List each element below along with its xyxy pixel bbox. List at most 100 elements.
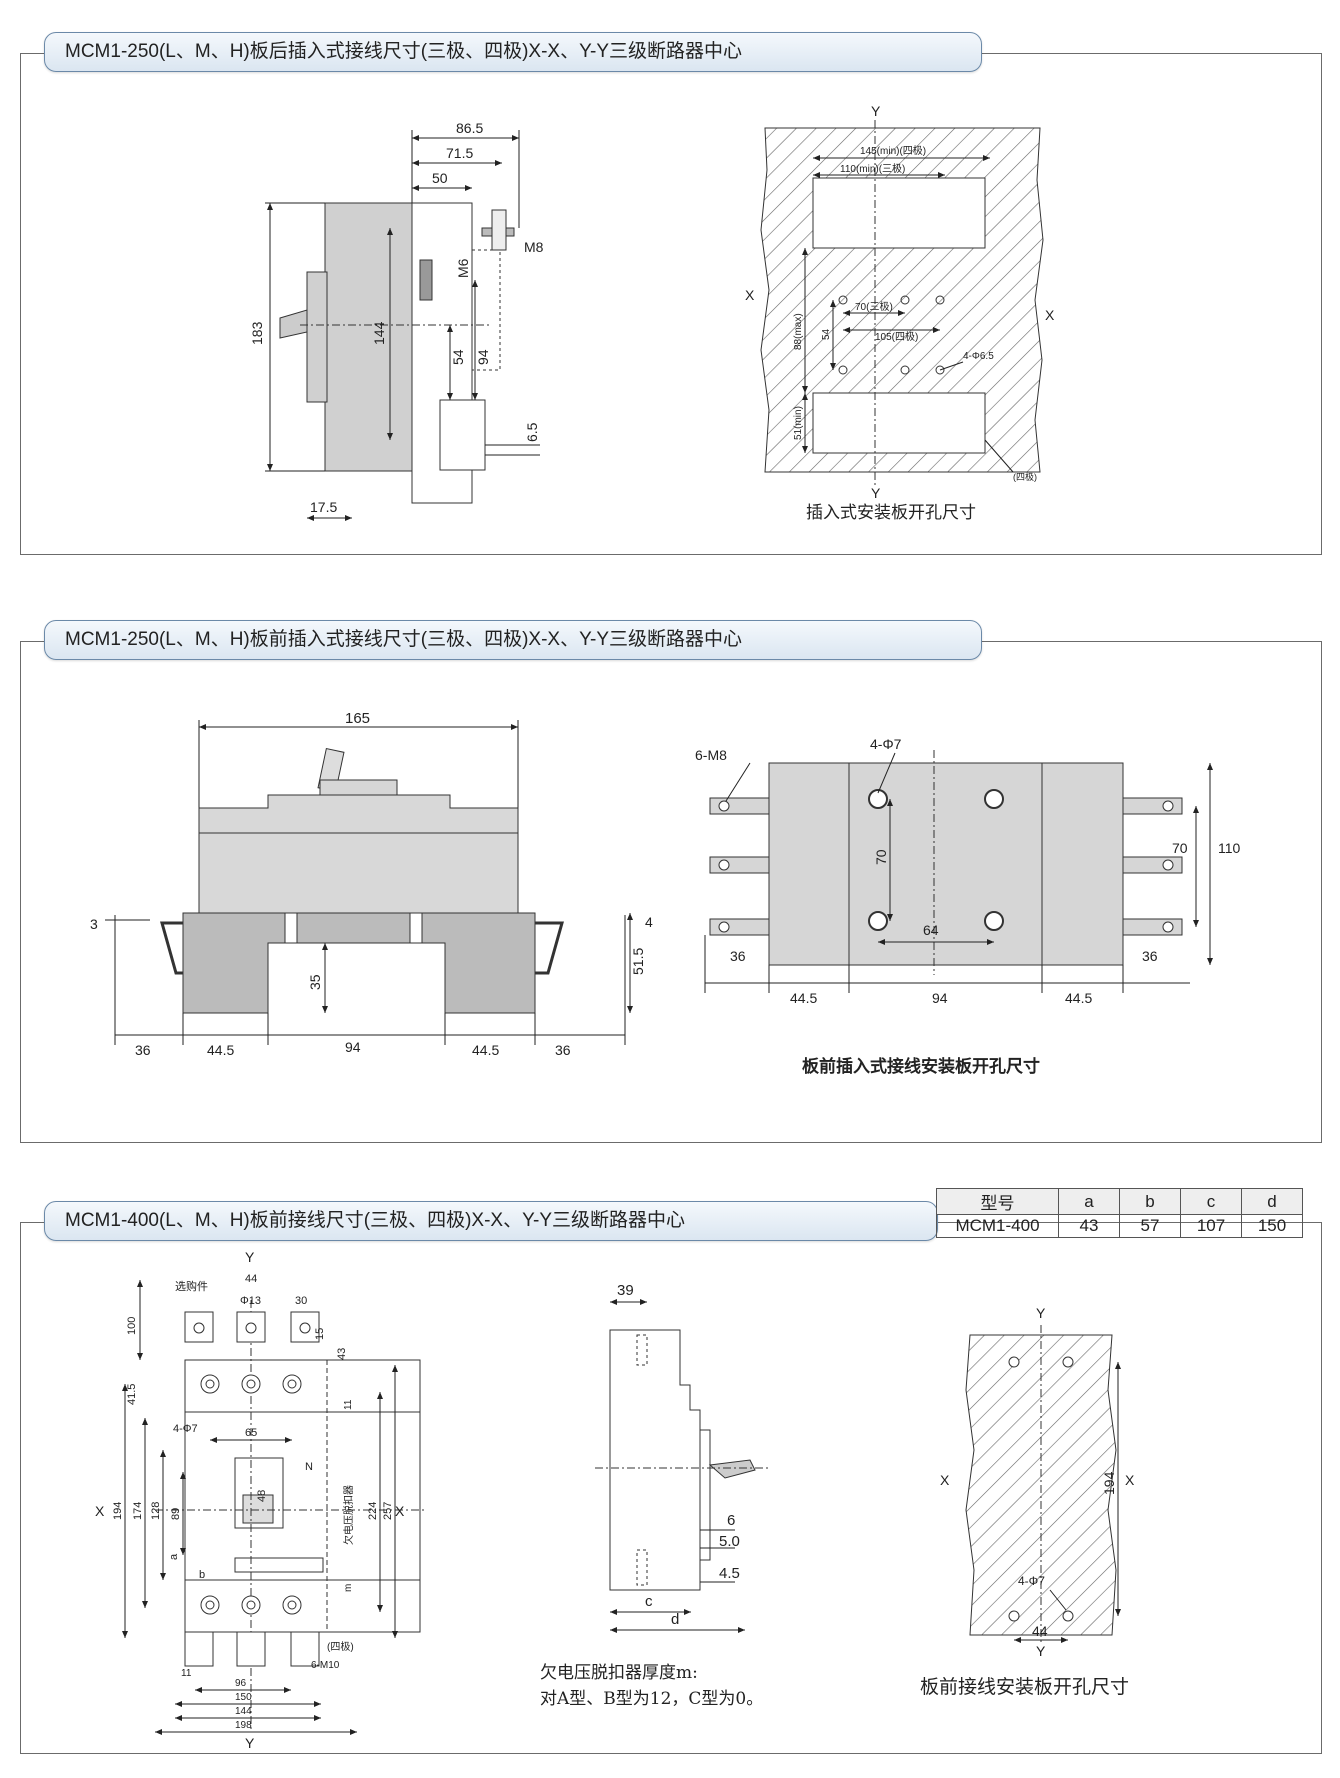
side-c: c [645, 1593, 653, 1610]
s3-n: N [305, 1461, 313, 1473]
s3-43: 43 [336, 1348, 348, 1360]
side-4-5: 4.5 [719, 1565, 740, 1582]
s2c-44-5-right: 44.5 [1065, 990, 1092, 1006]
s3-phi13: Φ13 [240, 1295, 261, 1307]
section-3-note: 欠电压脱扣器厚度m: 对A型、B型为12，C型为0。 [540, 1660, 763, 1712]
s2c-64: 64 [923, 922, 939, 938]
s2-dim-51-5: 51.5 [630, 948, 646, 975]
dim-86-5: 86.5 [456, 120, 483, 136]
s3-11-top: 11 [343, 1399, 354, 1410]
s3-m: m [343, 1584, 354, 1592]
s3-uv-release: 欠电压脱扣器 [342, 1485, 355, 1545]
section-3-caption: 板前接线安装板开孔尺寸 [920, 1676, 1130, 1698]
s3-y-top: Y [245, 1249, 255, 1265]
s3-257: 257 [382, 1502, 394, 1520]
section-2-title: MCM1-250(L、M、H)板前插入式接线尺寸(三极、四极)X-X、Y-Y三级… [44, 620, 982, 660]
s2-dim-36-left: 36 [135, 1042, 151, 1058]
section-2-cutout-drawing: 6-M8 4-Φ7 70 110 70 64 36 36 44.5 94 44.… [695, 736, 1241, 1006]
s3-6-m10: 6-M10 [311, 1660, 340, 1671]
s2c-44-5-left: 44.5 [790, 990, 817, 1006]
dim-m8: M8 [524, 239, 544, 255]
section-3-front-view-drawing: Y 选购件 44 Φ13 30 100 15 43 41.5 11 4-Φ7 6… [95, 1249, 425, 1750]
s2c-36-left: 36 [730, 948, 746, 964]
dim-6-5: 6.5 [524, 422, 540, 442]
cut3-x-left: X [940, 1472, 950, 1488]
note-line-1: 欠电压脱扣器厚度m: [540, 1663, 698, 1683]
s2c-110: 110 [1218, 840, 1241, 856]
s3-96: 96 [235, 1678, 247, 1689]
section-2-front-view-drawing: 165 3 4 51.5 35 36 44.5 94 44.5 36 [90, 710, 653, 1058]
s2-dim-94: 94 [345, 1039, 361, 1055]
s2-dim-35: 35 [307, 974, 323, 990]
section-1-caption: 插入式安装板开孔尺寸 [806, 503, 976, 523]
table-row: MCM1-400 43 57 107 150 [936, 1214, 1303, 1238]
dim-71-5: 71.5 [446, 145, 473, 161]
s3-4-phi7: 4-Φ7 [173, 1423, 198, 1435]
side-6: 6 [727, 1512, 735, 1529]
s3-y-bottom: Y [245, 1735, 255, 1750]
section-2-title-text: MCM1-250(L、M、H)板前插入式接线尺寸(三极、四极)X-X、Y-Y三级… [65, 629, 742, 650]
cut3-44: 44 [1032, 1623, 1048, 1639]
s3-144: 144 [235, 1706, 252, 1717]
model-table-header-c: c [1180, 1188, 1242, 1215]
cut3-y-bottom: Y [1036, 1643, 1046, 1659]
model-table-header-a: a [1058, 1188, 1120, 1215]
s3-x-left: X [95, 1503, 105, 1519]
cut1-88: 88(max) [793, 313, 804, 350]
s3-optional-part: 选购件 [175, 1279, 208, 1293]
section-2-title-line-left [20, 641, 44, 642]
s2-dim-165: 165 [345, 710, 370, 727]
cut1-x-left: X [745, 287, 755, 303]
model-table-cell-a: 43 [1058, 1214, 1120, 1238]
cut3-y-top: Y [1036, 1305, 1046, 1321]
section-3-side-view-drawing: 39 6 5.0 4.5 c d [595, 1282, 770, 1633]
s2c-94: 94 [932, 990, 948, 1006]
s3-11-bottom: 11 [181, 1668, 192, 1679]
cut1-110: 110(min)(三极) [840, 162, 905, 175]
cut1-54: 54 [821, 328, 832, 340]
dim-m6: M6 [455, 258, 471, 278]
model-table-cell-c: 107 [1180, 1214, 1242, 1238]
cut1-70: 70(三极) [855, 300, 893, 313]
model-table-cell-b: 57 [1119, 1214, 1181, 1238]
s2-dim-44-5-left: 44.5 [207, 1042, 234, 1058]
cut1-x-right: X [1045, 307, 1055, 323]
dim-144: 144 [371, 321, 387, 345]
dim-50: 50 [432, 170, 448, 186]
s3-4pole: (四极) [327, 1640, 354, 1653]
s2-dim-3: 3 [90, 916, 98, 932]
s3-a: a [168, 1553, 180, 1560]
cut1-51: 51(min) [793, 406, 804, 440]
model-table-header-d: d [1241, 1188, 1303, 1215]
section-1-cutout-drawing: Y Y X X 145(min)(四极) 110(min)(三极) 70(三极)… [745, 103, 1055, 500]
s3-174: 174 [132, 1502, 144, 1520]
side-d: d [671, 1611, 679, 1628]
section-1-frame [20, 53, 1322, 555]
cut3-4-phi7: 4-Φ7 [1018, 1574, 1045, 1588]
s3-30: 30 [295, 1295, 307, 1307]
s3-15: 15 [314, 1328, 326, 1340]
model-table-cell-model: MCM1-400 [936, 1214, 1059, 1238]
section-3-title-line-left [20, 1222, 44, 1223]
cut3-x-right: X [1125, 1472, 1135, 1488]
section-1-title-line [960, 53, 1320, 54]
s2-dim-44-5-right: 44.5 [472, 1042, 499, 1058]
dim-54: 54 [450, 349, 466, 365]
s2c-4-phi7: 4-Φ7 [870, 736, 902, 752]
s2c-70-outer: 70 [1172, 840, 1188, 856]
section-1-title: MCM1-250(L、M、H)板后插入式接线尺寸(三极、四极)X-X、Y-Y三级… [44, 32, 982, 72]
cut3-194: 194 [1101, 1471, 1117, 1495]
dim-17-5: 17.5 [310, 499, 337, 515]
s3-194: 194 [112, 1502, 124, 1520]
s3-224: 224 [367, 1502, 379, 1520]
s2c-6-m8: 6-M8 [695, 747, 727, 763]
note-line-2: 对A型、B型为12，C型为0。 [540, 1689, 764, 1709]
section-1-side-view-drawing: 86.5 71.5 50 183 144 M6 M8 54 94 6.5 17.… [249, 120, 544, 521]
model-table-header-model: 型号 [936, 1188, 1059, 1215]
cut1-4phi6-5: 4-Φ6.5 [963, 351, 994, 362]
s3-b: b [199, 1569, 205, 1581]
dim-183: 183 [249, 321, 265, 345]
section-2-title-line-right [960, 641, 1320, 642]
model-table-header-row: 型号 a b c d [936, 1188, 1303, 1215]
s3-44: 44 [245, 1273, 257, 1285]
